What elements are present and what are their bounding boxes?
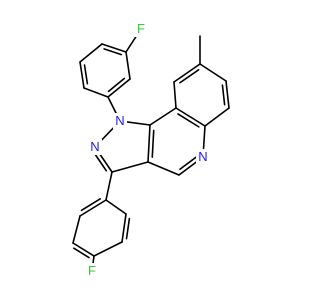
double-bond-N2-C3 — [93, 151, 108, 172]
bond-a5-a6 — [79, 43, 103, 63]
nitrogen-atom-n2: N — [90, 139, 99, 154]
bond-b3-b4 — [72, 242, 95, 257]
fluorine-bottom-bg — [85, 263, 99, 279]
bond-a6-a1 — [101, 43, 127, 53]
n2-bg — [88, 139, 102, 155]
bond-C4-C3a — [147, 161, 180, 176]
fluorine-atom-bottom: F — [88, 263, 96, 278]
double-bond-N5-C4 — [179, 155, 199, 171]
double-bond-C7-C6 — [221, 84, 226, 106]
bond-C6-C5a — [204, 107, 230, 127]
atom-label-layer: F N N N F — [85, 21, 210, 279]
bond-b1-b2 — [79, 199, 107, 217]
structure-canvas: F N N N F — [72, 21, 230, 279]
double-bond-C9a-C5a — [177, 113, 200, 128]
bond-C9a-C5a — [175, 107, 206, 127]
nitrogen-atom-n1: N — [115, 113, 124, 128]
bond-a2-a3 — [107, 78, 131, 98]
double-bond-b5-b6 — [125, 217, 131, 240]
bond-b6-b1 — [105, 199, 127, 215]
double-bond-C3a-C9b — [151, 129, 155, 158]
nitrogen-atom-quinoline: N — [198, 149, 207, 164]
bond-C9a-C9 — [173, 81, 177, 109]
bond-b2-b3 — [72, 215, 81, 244]
double-bond-a2-a3 — [107, 77, 126, 93]
bond-C9-C8 — [173, 63, 201, 83]
bond-C3-C3a — [111, 161, 149, 173]
double-bond-C9-C8 — [179, 69, 200, 84]
double-bond-b1-b2 — [80, 198, 102, 212]
bond-C3a-C9b — [147, 124, 151, 163]
bond-C9b-C9a — [149, 107, 177, 126]
double-bond-a4-a5 — [83, 64, 89, 85]
bond-C8-C7 — [199, 63, 227, 82]
double-bond-a6-a1 — [103, 48, 123, 56]
quinoline-n-bg — [196, 149, 210, 165]
bond-a4-a5 — [79, 61, 85, 89]
bond-b4-b5 — [93, 241, 123, 257]
molecule-structure: F N N N F — [72, 21, 230, 279]
bond-C7-C6 — [225, 80, 230, 109]
bond-a1-a2 — [125, 51, 131, 80]
double-bond-b3-b4 — [73, 247, 90, 259]
bond-C3-b1 — [105, 171, 113, 201]
bond-a3-a4 — [83, 87, 109, 98]
fluorine-top-bg — [134, 21, 148, 37]
fluorine-atom-top: F — [137, 21, 145, 36]
n1-bg — [113, 113, 127, 129]
bond-b5-b6 — [121, 213, 127, 243]
